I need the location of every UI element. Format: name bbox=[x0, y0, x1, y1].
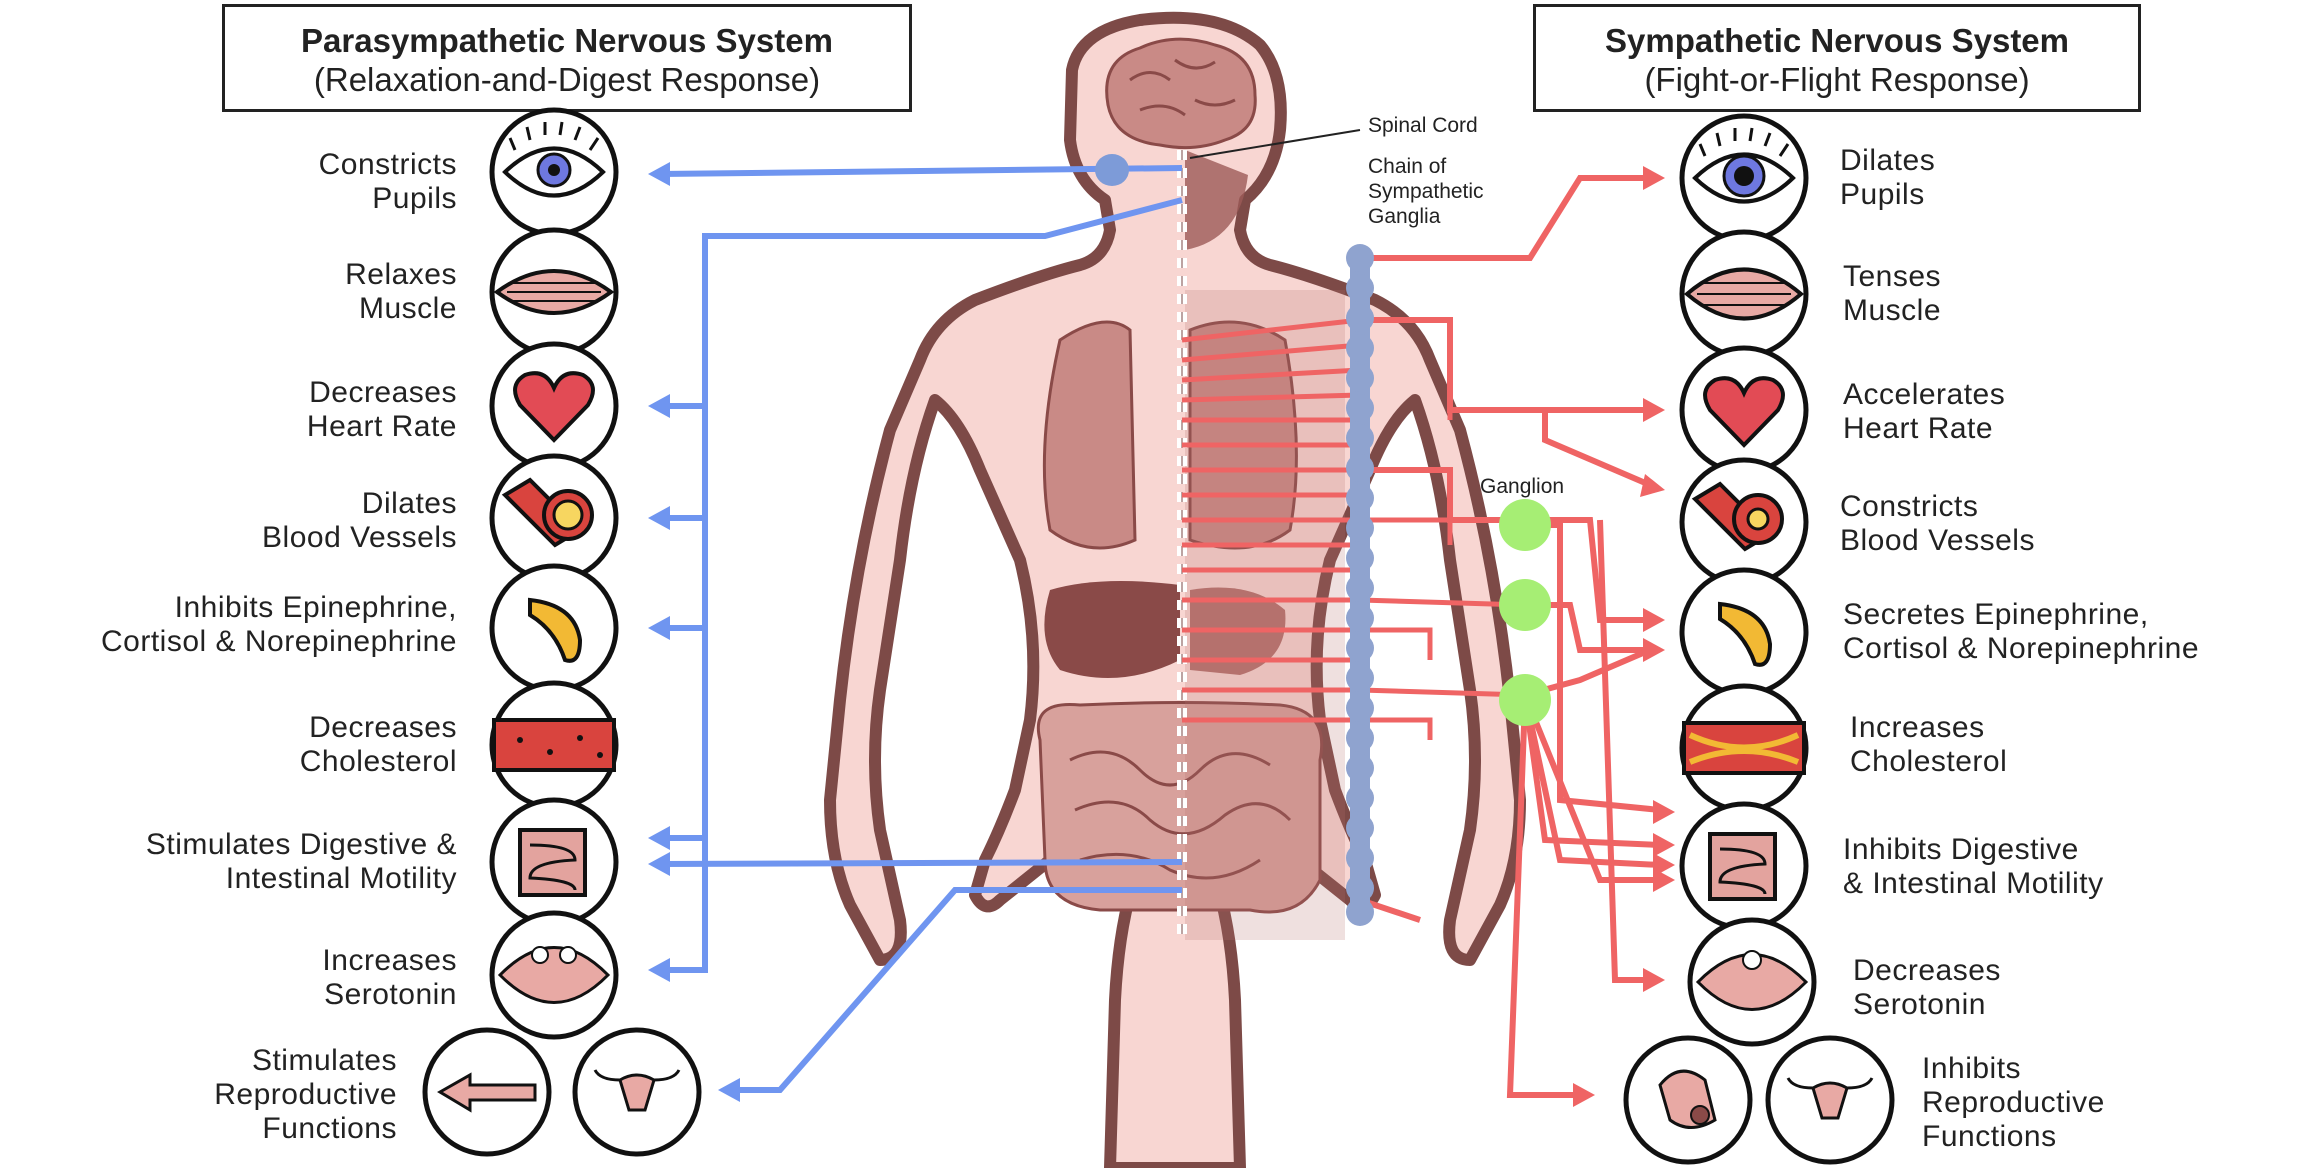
sympathetic-ganglia-chain bbox=[1346, 244, 1374, 926]
muscle-icon bbox=[1682, 232, 1806, 356]
eye-icon bbox=[1682, 116, 1806, 240]
ganglion-label: Ganglion bbox=[1480, 474, 1564, 499]
parasympathetic-effect-label: Inhibits Epinephrine,Cortisol & Norepine… bbox=[101, 591, 457, 659]
liver bbox=[1044, 581, 1180, 678]
arrow-icon bbox=[425, 1030, 549, 1154]
ganglion-2 bbox=[1499, 579, 1551, 631]
reproductive-icon bbox=[1768, 1038, 1892, 1162]
eye-icon bbox=[492, 110, 616, 234]
sympathetic-effect-label: Secretes Epinephrine,Cortisol & Norepine… bbox=[1843, 598, 2199, 666]
intestine-icon bbox=[492, 800, 616, 924]
sympathetic-arrowheads bbox=[1573, 166, 1675, 1107]
muscle-icon bbox=[492, 230, 616, 354]
intestine-icon bbox=[1682, 804, 1806, 928]
ganglion-3 bbox=[1499, 674, 1551, 726]
reproductive-icon bbox=[575, 1030, 699, 1154]
blood-vessel-icon bbox=[1682, 460, 1806, 584]
heart-icon bbox=[492, 344, 616, 468]
artery-icon bbox=[492, 683, 616, 807]
adrenal-gland-icon bbox=[1682, 570, 1806, 694]
ganglia bbox=[1499, 499, 1551, 726]
neuron-synapse-icon bbox=[492, 913, 616, 1037]
ganglion-1 bbox=[1499, 499, 1551, 551]
penis-icon bbox=[1626, 1038, 1750, 1162]
left-lung bbox=[1044, 322, 1135, 548]
parasympathetic-arrowheads bbox=[648, 162, 740, 1102]
heart-icon bbox=[1682, 348, 1806, 472]
chain-label-line3: Ganglia bbox=[1368, 204, 1440, 229]
parasympathetic-effect-label: Stimulates Digestive &Intestinal Motilit… bbox=[146, 828, 457, 896]
parasympathetic-ganglion bbox=[1095, 154, 1129, 186]
chain-label-line2: Sympathetic bbox=[1368, 179, 1484, 204]
adrenal-gland-icon bbox=[492, 566, 616, 690]
chain-label-line1: Chain of bbox=[1368, 154, 1446, 179]
neuron-synapse-icon bbox=[1690, 920, 1814, 1044]
brain bbox=[1107, 39, 1256, 147]
sympathetic-effect-label: Inhibits Digestive& Intestinal Motility bbox=[1843, 833, 2104, 901]
blood-vessel-icon bbox=[492, 456, 616, 580]
spinal-cord-label: Spinal Cord bbox=[1368, 113, 1478, 138]
artery-icon bbox=[1682, 686, 1806, 810]
